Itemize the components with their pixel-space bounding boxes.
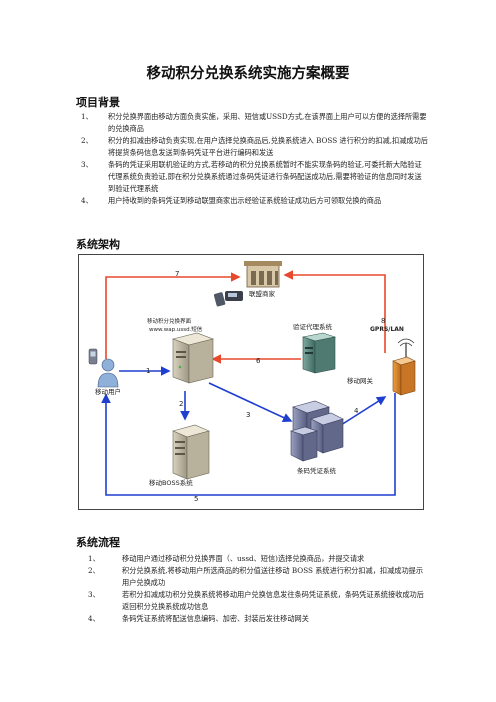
list-item: 1、积分兑换界面由移动方面负责实施，采用、短信或USSD方式,在该界面上用户可以…: [81, 112, 427, 133]
arrow-7-label: 7: [175, 270, 179, 278]
merchant-label: 联盟商家: [249, 289, 276, 298]
arrow-1-label: 1: [146, 367, 150, 375]
arrow-6-label: 6: [256, 357, 261, 365]
arrow-8-label: 8: [381, 317, 385, 325]
section-heading-flow: 系统流程: [76, 536, 120, 549]
exchange-server-icon: [171, 332, 215, 384]
arrow-4: [340, 396, 387, 426]
section-heading-architecture: 系统架构: [76, 238, 120, 251]
arrow-2-label: 2: [179, 400, 183, 408]
list-item: 4、条码凭证系统将配送信息编码、加密、封装后发往移动网关: [88, 614, 309, 623]
exchange-label-line1: 移动积分兑换界面: [147, 317, 192, 325]
arrow-3: [208, 382, 293, 422]
list-item: 1、移动用户通过移动积分兑换界面（、ussd、短信)选择兑换商品，并提交请求: [88, 554, 365, 563]
boss-server-icon: [172, 424, 210, 480]
section-heading-background: 项目背景: [76, 96, 120, 109]
user-label: 移动用户: [95, 387, 121, 396]
list-item: 2、积分的扣减由移动负责实现,在用户选择兑换商品后,兑换系统进入 BOSS 进行…: [81, 136, 428, 157]
proxy-server-icon: [301, 332, 337, 374]
mobile-user-icon: [88, 348, 119, 388]
list-item: 3、若积分扣减成功积分兑换系统将移动用户兑换信息发往条码凭证系统，条码凭证系统接…: [88, 590, 424, 611]
page-title: 移动积分兑换系统实施方案概要: [146, 66, 350, 82]
exchange-label-line2: www.wap.ussd.短信: [149, 325, 203, 333]
arrow-3-label: 3: [246, 411, 250, 419]
proxy-label: 验证代理系统: [293, 322, 333, 331]
barcode-server-icon: [289, 400, 344, 462]
list-item: 3、条码的凭证采用联机验证的方式,若移动的积分兑换系统暂时不能实现条码的验证,可…: [81, 160, 422, 193]
arrow-5: [101, 393, 396, 496]
background-list: 1、积分兑换界面由移动方面负责实施，采用、短信或USSD方式,在该界面上用户可以…: [76, 111, 428, 207]
architecture-diagram: 7 8 GPRS/LAN 6 1 2 3 4 5 联盟商家 移动积分兑换界面 w…: [78, 254, 424, 510]
list-item: 4、用户持收到的条码凭证到移动联盟商家出示经验证系统验证成功后方可领取兑换的商品: [81, 196, 382, 205]
gprs-label: GPRS/LAN: [370, 326, 404, 333]
pos-terminal-icon: [213, 291, 243, 307]
flow-list: 1、移动用户通过移动积分兑换界面（、ussd、短信)选择兑换商品，并提交请求 2…: [76, 553, 428, 625]
merchant-building-icon: [244, 261, 282, 288]
arrow-7: [105, 272, 241, 359]
arrow-8: [283, 270, 386, 353]
boss-label: 移动BOSS系统: [149, 478, 193, 487]
barcode-label: 条码凭证系统: [297, 466, 337, 475]
list-item: 2、积分兑换系统,将移动用户所选商品的积分值送往移动 BOSS 系统进行积分扣减…: [88, 566, 424, 587]
gateway-label: 移动网关: [347, 376, 374, 385]
mobile-gateway-icon: [392, 338, 416, 396]
arrow-5-label: 5: [194, 495, 198, 503]
arrow-4-label: 4: [354, 407, 359, 415]
